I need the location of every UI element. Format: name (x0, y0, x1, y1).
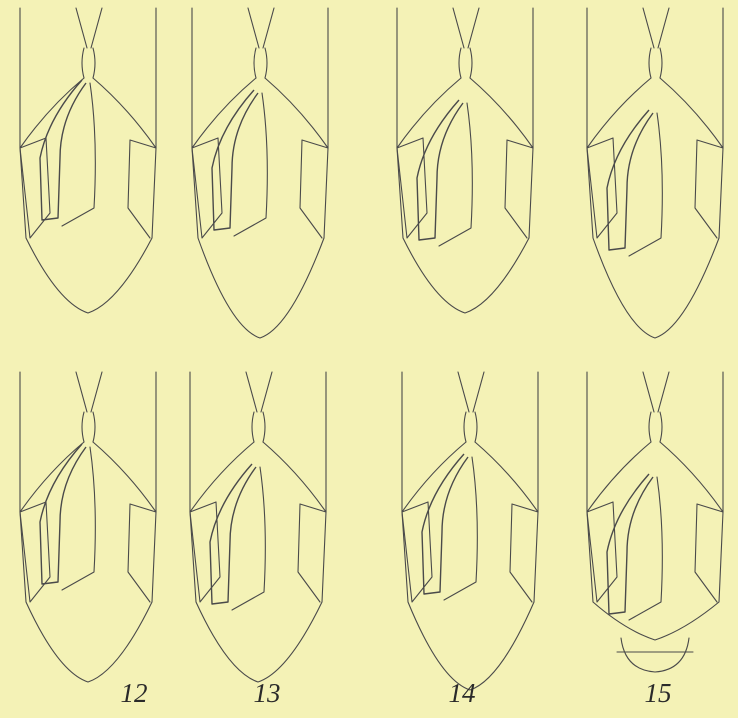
top-row-drawings (20, 8, 723, 338)
wing-diagonal-veins (587, 78, 723, 148)
wing-tip-segment (617, 638, 693, 672)
wing-apical-cell (464, 412, 477, 442)
figure-label-12: 12 (104, 678, 164, 708)
wing-apical-cell (649, 412, 662, 442)
wing-right-cell (510, 504, 538, 602)
wing-diagonal-veins (402, 442, 538, 512)
wing-apical-cell (254, 48, 267, 78)
wing-discal-inner-vein (62, 447, 95, 590)
wing-apical-cell (459, 48, 472, 78)
wing-tip-outline (587, 148, 723, 338)
wing-diagonal-veins (190, 442, 326, 512)
wing-top-veins (76, 8, 102, 48)
wing-apical-cell (82, 48, 95, 78)
wing-right-cell (128, 140, 156, 238)
wing-discal-inner-vein (629, 477, 662, 620)
wing-diagonal-veins (192, 78, 328, 148)
wing-right-cell (298, 504, 326, 602)
wing-apical-cell (252, 412, 265, 442)
wing-right-cell (695, 140, 723, 238)
wing-discal-cell (607, 110, 653, 250)
wing-discal-inner-vein (232, 467, 265, 610)
wing-top-veins (248, 8, 274, 48)
wing-top-veins (453, 8, 479, 48)
wing-discal-cell (607, 474, 653, 614)
wing-discal-inner-vein (439, 103, 472, 246)
figure-label-15: 15 (628, 678, 688, 708)
figure-label-13: 13 (237, 678, 297, 708)
figure-label-14: 14 (432, 678, 492, 708)
wing-tip-outline (397, 148, 533, 313)
wing-top-veins (643, 372, 669, 412)
wing-discal-inner-vein (234, 93, 267, 236)
wing-top-veins (458, 372, 484, 412)
wing-discal-inner-vein (629, 113, 662, 256)
wing-right-cell (505, 140, 533, 238)
wing-diagonal-veins (20, 78, 156, 148)
wing-discal-inner-vein (62, 83, 95, 226)
wing-right-cell (300, 140, 328, 238)
wing-discal-inner-vein (444, 457, 477, 600)
wing-top-veins (246, 372, 272, 412)
wing-apical-cell (649, 48, 662, 78)
wing-diagonal-veins (20, 442, 156, 512)
bottom-row-drawings (20, 372, 723, 690)
wing-discal-cell (417, 100, 463, 240)
wing-diagonal-veins (587, 442, 723, 512)
wing-right-cell (128, 504, 156, 602)
wing-right-cell (695, 504, 723, 602)
wing-diagonal-veins (397, 78, 533, 148)
wing-top-veins (643, 8, 669, 48)
wing-discal-cell (210, 464, 256, 604)
wing-top-veins (76, 372, 102, 412)
wing-apical-cell (82, 412, 95, 442)
